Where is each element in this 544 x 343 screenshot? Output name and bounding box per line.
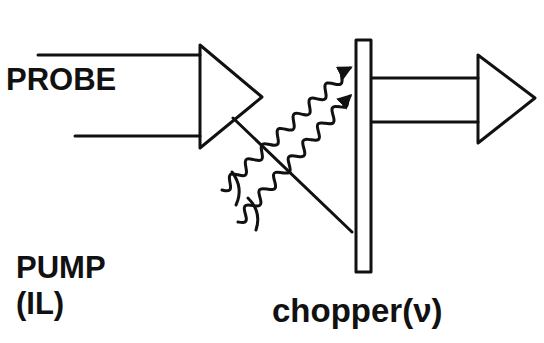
chopper-blade — [248, 198, 258, 230]
chopper-blade — [232, 172, 239, 205]
output-beam-line — [372, 77, 478, 80]
sample-plate — [356, 40, 371, 272]
pump-wave — [238, 96, 350, 222]
output-beam-line — [372, 121, 478, 124]
probe-beam-line — [75, 135, 200, 138]
beam-label: PUMP (IL) — [16, 250, 105, 321]
probe-triangle — [200, 45, 262, 148]
chopper-label: chopper(ν) — [272, 292, 443, 330]
beam-label: PROBE — [6, 62, 116, 98]
output-triangle — [478, 55, 535, 143]
chopper-line — [233, 118, 352, 232]
probe-beam-line — [38, 54, 200, 57]
